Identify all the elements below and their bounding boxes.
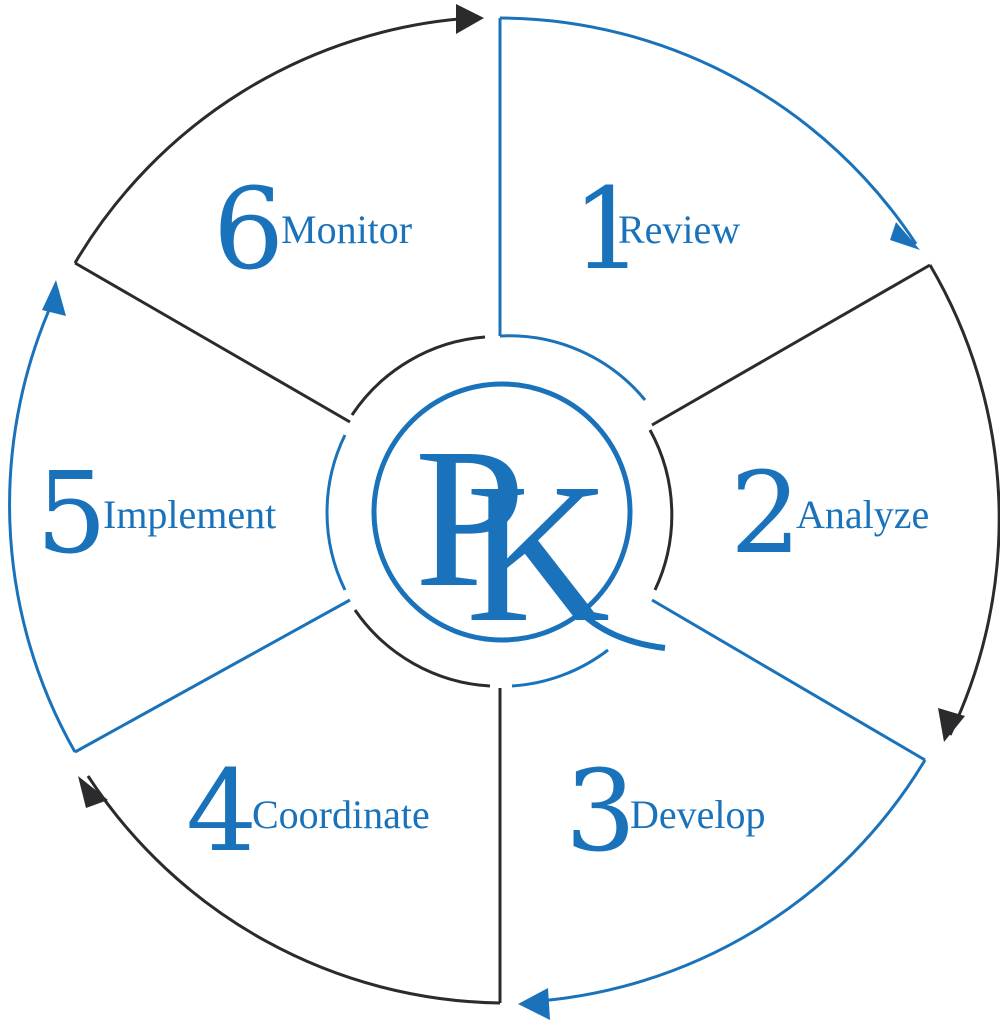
- arrowhead-4-icon: [78, 776, 108, 808]
- arrowhead-6-icon: [456, 4, 484, 34]
- step-4: 4 Coordinate: [186, 747, 430, 877]
- step-3-label: Develop: [630, 792, 766, 837]
- step-1: 1 Review: [572, 165, 740, 295]
- step-5: 5 Implement: [36, 449, 276, 579]
- step-3-number: 3: [565, 747, 636, 877]
- inner-arc-3: [511, 648, 609, 688]
- divider-5-6: [74, 598, 351, 754]
- arrowhead-3-icon: [518, 988, 550, 1020]
- arc-segment-4: [86, 775, 501, 1005]
- step-2-label: Analyze: [796, 492, 929, 537]
- step-5-label: Implement: [103, 492, 276, 537]
- step-6: 6 Monitor: [213, 165, 412, 295]
- step-6-number: 6: [213, 165, 284, 295]
- logo-tail: [567, 598, 666, 651]
- inner-arc-5: [325, 434, 347, 591]
- arc-segment-5: [8, 289, 77, 753]
- step-3: 3 Develop: [565, 747, 766, 877]
- step-4-label: Coordinate: [252, 792, 430, 837]
- logo-letter-p: P: [414, 408, 525, 629]
- arc-segment-1: [499, 16, 918, 245]
- step-5-number: 5: [36, 449, 107, 579]
- arrowhead-5-icon: [42, 280, 66, 316]
- divider-2-3: [651, 263, 931, 427]
- step-4-number: 4: [186, 747, 257, 877]
- inner-arc-1: [499, 334, 647, 401]
- divider-6-1: [74, 261, 351, 424]
- step-2: 2 Analyze: [730, 449, 929, 579]
- step-1-label: Review: [618, 207, 740, 252]
- inner-arc-6: [350, 335, 486, 416]
- divider-3-4: [651, 598, 926, 762]
- pk-logo: P K: [371, 381, 666, 664]
- logo-ring: [371, 381, 633, 643]
- step-2-number: 2: [730, 449, 801, 579]
- inner-arc-4: [353, 609, 491, 688]
- step-6-label: Monitor: [281, 207, 412, 252]
- arrowhead-1-icon: [890, 222, 920, 250]
- arc-segment-2: [928, 264, 1000, 736]
- step-1-number: 1: [572, 165, 643, 295]
- arc-segment-6: [73, 16, 471, 264]
- inner-arc-2: [648, 429, 674, 591]
- arc-segment-3: [524, 759, 927, 1004]
- arrowhead-2-icon: [938, 708, 965, 742]
- logo-letter-k: K: [466, 443, 610, 664]
